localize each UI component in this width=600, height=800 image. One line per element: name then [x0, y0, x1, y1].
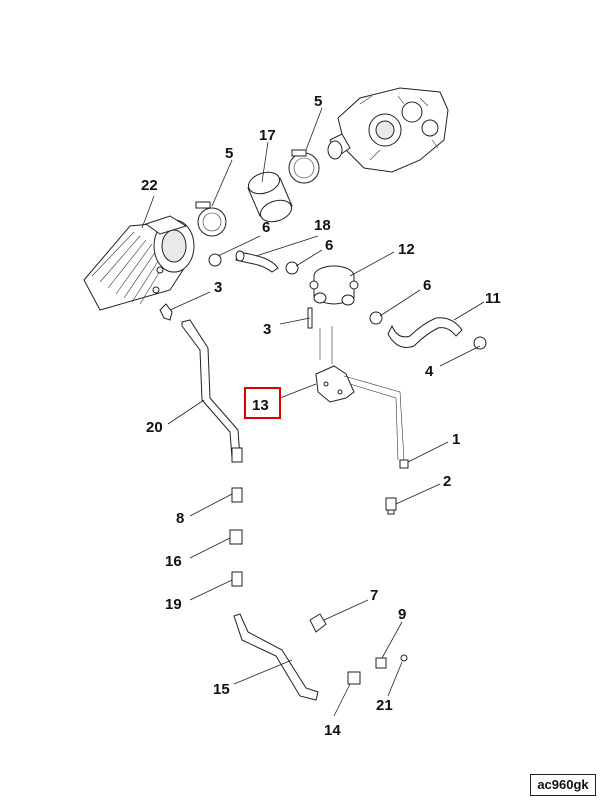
part-label-14[interactable]: 14 [324, 722, 341, 739]
part-label-22[interactable]: 22 [141, 177, 158, 194]
fitting-drawing-16 [229, 529, 243, 545]
part-label-13[interactable]: 13 [252, 397, 269, 414]
hose-clamp-drawing-5a [195, 201, 227, 237]
sleeve-drawing-17 [247, 171, 293, 223]
fitting-drawing-8 [231, 487, 243, 503]
nut-drawing-1 [399, 459, 409, 469]
part-label-18[interactable]: 18 [314, 217, 331, 234]
bracket-drawing-13 [315, 326, 405, 461]
part-label-21[interactable]: 21 [376, 697, 393, 714]
part-label-3[interactable]: 3 [263, 321, 271, 338]
reference-code: ac960gk [537, 777, 589, 792]
air-filter-drawing-22 [83, 215, 195, 311]
fitting-drawing-7 [309, 613, 327, 633]
hose-clamp-drawing-5b [288, 149, 320, 184]
clamp-drawing-6c [369, 311, 383, 325]
part-label-20[interactable]: 20 [146, 419, 163, 436]
turbocharger-drawing [327, 87, 449, 173]
part-label-17[interactable]: 17 [259, 127, 276, 144]
part-label-1[interactable]: 1 [452, 431, 460, 448]
hose-drawing-11 [387, 317, 463, 348]
clamp-drawing-4 [473, 336, 487, 350]
part-label-11[interactable]: 11 [485, 290, 501, 307]
fitting-drawing-21 [400, 654, 408, 662]
highlight-box [244, 387, 281, 419]
fitting-drawing-14 [347, 671, 361, 685]
part-label-9[interactable]: 9 [398, 606, 406, 623]
part-label-16[interactable]: 16 [165, 553, 182, 570]
part-labels: 5 5 17 22 18 6 6 12 3 6 11 3 4 20 1 2 8 … [141, 93, 501, 739]
clamp-drawing-6b [285, 261, 299, 275]
part-label-19[interactable]: 19 [165, 596, 182, 613]
part-label-6[interactable]: 6 [325, 237, 333, 254]
fitting-drawing-9 [375, 657, 387, 669]
part-label-5[interactable]: 5 [225, 145, 233, 162]
valve-housing-drawing-12 [309, 265, 359, 306]
clamp-drawing-6a [208, 253, 222, 267]
part-label-15[interactable]: 15 [213, 681, 230, 698]
part-label-7[interactable]: 7 [370, 587, 378, 604]
part-label-12[interactable]: 12 [398, 241, 415, 258]
part-label-6[interactable]: 6 [423, 277, 431, 294]
hose-drawing-18 [235, 250, 279, 273]
part-label-6[interactable]: 6 [262, 219, 270, 236]
elbow-drawing-3a [159, 303, 173, 321]
hose-drawing-15 [233, 613, 319, 701]
bolt-drawing-2 [385, 497, 397, 515]
part-label-4[interactable]: 4 [425, 363, 434, 380]
leader-lines [141, 107, 485, 717]
part-label-2[interactable]: 2 [443, 473, 451, 490]
pipe-drawing-20 [181, 319, 243, 463]
reference-code-box: ac960gk [530, 774, 596, 796]
part-label-5[interactable]: 5 [314, 93, 322, 110]
part-label-8[interactable]: 8 [176, 510, 184, 527]
fitting-drawing-19 [231, 571, 243, 587]
part-label-3[interactable]: 3 [214, 279, 222, 296]
